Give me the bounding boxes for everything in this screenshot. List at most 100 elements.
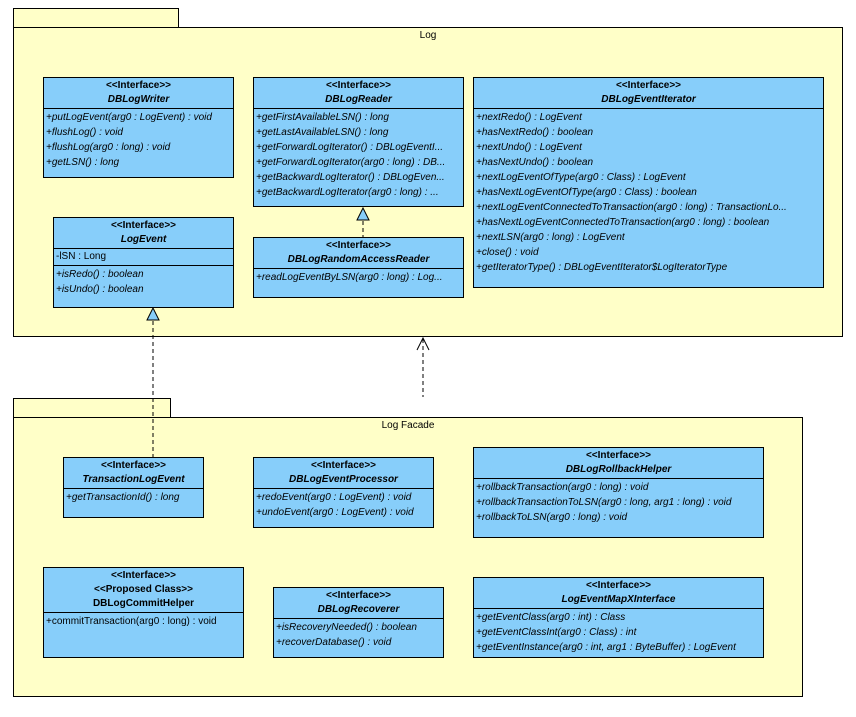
class-header: <<Interface>> DBLogRandomAccessReader <box>254 238 463 269</box>
operation: +nextRedo() : LogEvent <box>476 112 582 123</box>
class-name: DBLogWriter <box>107 94 170 105</box>
operation: +isUndo() : boolean <box>56 284 144 295</box>
class-transactionlogevent[interactable]: <<Interface>> TransactionLogEvent +getTr… <box>63 457 204 518</box>
stereotype-label: <<Interface>> <box>325 590 392 601</box>
operation: +getLastAvailableLSN() : long <box>256 127 389 138</box>
class-logeventmapxinterface[interactable]: <<Interface>> LogEventMapXInterface +get… <box>473 577 764 658</box>
class-dblogeventprocessor[interactable]: <<Interface>> DBLogEventProcessor +redoE… <box>253 457 434 528</box>
operation: +commitTransaction(arg0 : long) : void <box>46 616 217 627</box>
operation: +hasNextUndo() : boolean <box>476 157 594 168</box>
operations-compartment: +readLogEventByLSN(arg0 : long) : Log... <box>254 269 463 286</box>
class-name: DBLogReader <box>325 94 392 105</box>
operation: +getBackwardLogIterator(arg0 : long) : .… <box>256 187 439 198</box>
operation: +hasNextLogEventConnectedToTransaction(a… <box>476 217 770 228</box>
operation: +hasNextRedo() : boolean <box>476 127 594 138</box>
stereotype-label: <<Interface>> <box>585 450 652 461</box>
class-dblogwriter[interactable]: <<Interface>> DBLogWriter +putLogEvent(a… <box>43 77 234 178</box>
class-header: <<Interface>> <<Proposed Class>> DBLogCo… <box>44 568 243 613</box>
operations-compartment: +putLogEvent(arg0 : LogEvent) : void +fl… <box>44 109 233 171</box>
attributes-compartment: -lSN : Long <box>54 249 233 266</box>
class-logevent[interactable]: <<Interface>> LogEvent -lSN : Long +isRe… <box>53 217 234 308</box>
class-header: <<Interface>> DBLogWriter <box>44 78 233 109</box>
operation: +readLogEventByLSN(arg0 : long) : Log... <box>256 272 443 283</box>
operation: +getFirstAvailableLSN() : long <box>256 112 389 123</box>
class-header: <<Interface>> DBLogEventIterator <box>474 78 823 109</box>
class-dblogreader[interactable]: <<Interface>> DBLogReader +getFirstAvail… <box>253 77 464 207</box>
class-name: TransactionLogEvent <box>82 474 185 485</box>
operation: +close() : void <box>476 247 539 258</box>
class-header: <<Interface>> DBLogRecoverer <box>274 588 443 619</box>
stereotype-label: <<Interface>> <box>325 240 392 251</box>
class-dblogeventiterator[interactable]: <<Interface>> DBLogEventIterator +nextRe… <box>473 77 824 288</box>
operations-compartment: +getTransactionId() : long <box>64 489 203 506</box>
class-header: <<Interface>> DBLogReader <box>254 78 463 109</box>
operation: +flushLog(arg0 : long) : void <box>46 142 171 153</box>
generalization-arrowhead-random-reader <box>356 206 370 221</box>
attribute: -lSN : Long <box>56 251 107 262</box>
operations-compartment: +isRecoveryNeeded() : boolean +recoverDa… <box>274 619 443 651</box>
class-header: <<Interface>> DBLogRollbackHelper <box>474 448 763 479</box>
operation: +recoverDatabase() : void <box>276 637 392 648</box>
operation: +redoEvent(arg0 : LogEvent) : void <box>256 492 412 503</box>
stereotype-label: <<Interface>> <box>615 80 682 91</box>
operations-compartment: +getFirstAvailableLSN() : long +getLastA… <box>254 109 463 201</box>
operations-compartment: +getEventClass(arg0 : int) : Class +getE… <box>474 609 763 656</box>
operation: +nextLogEventOfType(arg0 : Class) : LogE… <box>476 172 686 183</box>
stereotype-label: <<Interface>> <box>585 580 652 591</box>
operation: +nextLSN(arg0 : long) : LogEvent <box>476 232 625 243</box>
class-header: <<Interface>> LogEventMapXInterface <box>474 578 763 609</box>
class-name: DBLogEventProcessor <box>289 474 398 485</box>
operations-compartment: +nextRedo() : LogEvent +hasNextRedo() : … <box>474 109 823 276</box>
operation: +nextUndo() : LogEvent <box>476 142 582 153</box>
operation: +isRecoveryNeeded() : boolean <box>276 622 417 633</box>
operation: +getEventClassInt(arg0 : Class) : int <box>476 627 637 638</box>
class-dblogrollbackhelper[interactable]: <<Interface>> DBLogRollbackHelper +rollb… <box>473 447 764 538</box>
stereotype-label: <<Interface>> <box>105 80 172 91</box>
operation: +flushLog() : void <box>46 127 123 138</box>
operations-compartment: +redoEvent(arg0 : LogEvent) : void +undo… <box>254 489 433 521</box>
class-name: DBLogCommitHelper <box>92 598 195 609</box>
generalization-arrowhead-txevent-logevent <box>146 306 160 321</box>
operation: +rollbackToLSN(arg0 : long) : void <box>476 512 628 523</box>
package-log-name: Log <box>419 30 437 41</box>
class-name: LogEventMapXInterface <box>561 594 676 605</box>
class-name: LogEvent <box>120 234 167 245</box>
operation: +rollbackTransaction(arg0 : long) : void <box>476 482 649 493</box>
operations-compartment: +commitTransaction(arg0 : long) : void <box>44 613 243 630</box>
class-dblogrecoverer[interactable]: <<Interface>> DBLogRecoverer +isRecovery… <box>273 587 444 658</box>
class-dblograndomaccessreader[interactable]: <<Interface>> DBLogRandomAccessReader +r… <box>253 237 464 298</box>
class-dblogcommithelper[interactable]: <<Interface>> <<Proposed Class>> DBLogCo… <box>43 567 244 658</box>
operation: +nextLogEventConnectedToTransaction(arg0… <box>476 202 787 213</box>
class-name: DBLogEventIterator <box>601 94 696 105</box>
operation: +getLSN() : long <box>46 157 120 168</box>
operation: +getIteratorType() : DBLogEventIterator$… <box>476 262 728 273</box>
operation: +isRedo() : boolean <box>56 269 144 280</box>
class-header: <<Interface>> DBLogEventProcessor <box>254 458 433 489</box>
stereotype-label: <<Interface>> <box>110 220 177 231</box>
package-log-facade-name: Log Facade <box>381 420 435 431</box>
operation: +putLogEvent(arg0 : LogEvent) : void <box>46 112 212 123</box>
operations-compartment: +rollbackTransaction(arg0 : long) : void… <box>474 479 763 526</box>
stereotype-label: <<Interface>> <box>325 80 392 91</box>
class-name: DBLogRollbackHelper <box>565 464 672 475</box>
class-name: DBLogRecoverer <box>317 604 400 615</box>
operation: +getBackwardLogIterator() : DBLogEven... <box>256 172 445 183</box>
operation: +getEventInstance(arg0 : int, arg1 : Byt… <box>476 642 736 653</box>
stereotype-label-proposed: <<Proposed Class>> <box>94 584 193 595</box>
operation: +rollbackTransactionToLSN(arg0 : long, a… <box>476 497 732 508</box>
operation: +getForwardLogIterator() : DBLogEventI..… <box>256 142 444 153</box>
operation: +getForwardLogIterator(arg0 : long) : DB… <box>256 157 446 168</box>
stereotype-label: <<Interface>> <box>310 460 377 471</box>
dependency-arrowhead-facade-log <box>416 336 430 351</box>
operation: +hasNextLogEventOfType(arg0 : Class) : b… <box>476 187 697 198</box>
class-header: <<Interface>> LogEvent <box>54 218 233 249</box>
operation: +getTransactionId() : long <box>66 492 180 503</box>
stereotype-label: <<Interface>> <box>100 460 167 471</box>
class-header: <<Interface>> TransactionLogEvent <box>64 458 203 489</box>
operation: +undoEvent(arg0 : LogEvent) : void <box>256 507 414 518</box>
stereotype-label: <<Interface>> <box>110 570 177 581</box>
operation: +getEventClass(arg0 : int) : Class <box>476 612 626 623</box>
operations-compartment: +isRedo() : boolean +isUndo() : boolean <box>54 266 233 298</box>
class-name: DBLogRandomAccessReader <box>287 254 430 265</box>
